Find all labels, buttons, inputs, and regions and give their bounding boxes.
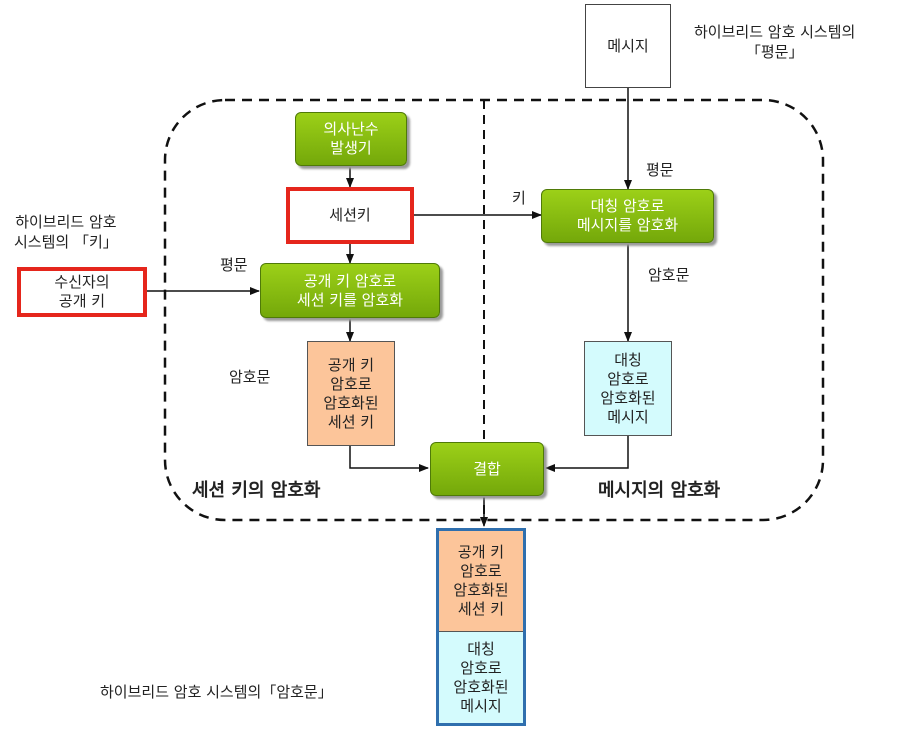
output-encrypted-message: 대칭 암호로 암호화된 메시지: [439, 632, 523, 723]
edge-label-key: 키: [512, 189, 526, 207]
output-top-line1: 공개 키: [457, 543, 505, 561]
rng-label-line1: 의사난수: [323, 120, 379, 138]
output-top-line2: 암호로: [460, 562, 502, 580]
output-bottom-line3: 암호화된: [453, 677, 509, 696]
output-encrypted-session-key: 공개 키 암호로 암호화된 세션 키: [439, 531, 523, 632]
pubkey-enc-label-line2: 세션 키를 암호화: [296, 290, 404, 309]
enc-message-line4: 메시지: [607, 407, 649, 426]
enc-session-line1: 공개 키: [327, 355, 375, 374]
encrypted-message-box: 대칭 암호로 암호화된 메시지: [584, 341, 672, 436]
plaintext-caption: 하이브리드 암호 시스템의 「평문」: [694, 22, 855, 62]
enc-message-line1: 대칭: [614, 350, 642, 369]
key-caption-line2: 시스템의 「키」: [14, 233, 118, 251]
pubkey-encrypt-box: 공개 키 암호로 세션 키를 암호화: [260, 263, 440, 318]
key-caption: 하이브리드 암호 시스템의 「키」: [14, 212, 118, 252]
combine-label: 결합: [473, 459, 501, 478]
recipient-public-key-box: 수신자의 공개 키: [17, 267, 147, 317]
session-key-label: 세션키: [329, 206, 371, 224]
recipient-key-line1: 수신자의: [54, 273, 110, 291]
enc-message-line2: 암호로: [607, 369, 649, 388]
region-label-session-key-encryption: 세션 키의 암호화: [192, 480, 321, 501]
edge-label-plaintext-right: 평문: [646, 161, 674, 179]
enc-session-line3: 암호화된: [323, 393, 379, 412]
region-label-message-encryption: 메시지의 암호화: [598, 480, 721, 501]
pubkey-enc-label-line1: 공개 키 암호로: [303, 271, 397, 290]
recipient-key-line2: 공개 키: [58, 292, 106, 310]
encryption-region-border: [163, 98, 825, 522]
encrypted-session-key-box: 공개 키 암호로 암호화된 세션 키: [307, 341, 395, 446]
combine-box: 결합: [430, 442, 544, 496]
edge-label-cipher-right: 암호문: [648, 266, 690, 284]
message-label: 메시지: [607, 36, 649, 55]
session-key-box: 세션키: [286, 187, 414, 244]
plaintext-caption-line2: 「평문」: [745, 43, 804, 61]
ciphertext-caption: 하이브리드 암호 시스템의「암호문」: [100, 683, 333, 701]
plaintext-caption-line1: 하이브리드 암호 시스템의: [694, 23, 856, 41]
edge-label-cipher-left: 암호문: [229, 368, 271, 386]
message-box: 메시지: [585, 4, 671, 88]
hybrid-ciphertext-stack: 공개 키 암호로 암호화된 세션 키 대칭 암호로 암호화된 메시지: [436, 528, 526, 726]
symmetric-encrypt-box: 대칭 암호로 메시지를 암호화: [541, 189, 714, 243]
symmetric-label-line2: 메시지를 암호화: [576, 216, 679, 234]
output-bottom-line2: 암호로: [460, 658, 502, 677]
output-bottom-line1: 대칭: [467, 639, 495, 658]
arrow-encmessage-to-combine: [545, 436, 629, 472]
rng-box: 의사난수 발생기: [295, 112, 407, 166]
enc-session-line2: 암호로: [330, 374, 372, 393]
enc-message-line3: 암호화된: [600, 388, 656, 407]
arrow-encsession-to-combine: [349, 446, 429, 472]
output-bottom-line4: 메시지: [460, 696, 502, 715]
output-top-line3: 암호화된: [453, 581, 509, 599]
enc-session-line4: 세션 키: [327, 412, 375, 431]
output-top-line4: 세션 키: [457, 600, 505, 618]
rng-label-line2: 발생기: [330, 139, 372, 157]
key-caption-line1: 하이브리드 암호: [15, 213, 117, 231]
edge-label-plaintext-left: 평문: [220, 256, 248, 274]
symmetric-label-line1: 대칭 암호로: [590, 197, 665, 215]
